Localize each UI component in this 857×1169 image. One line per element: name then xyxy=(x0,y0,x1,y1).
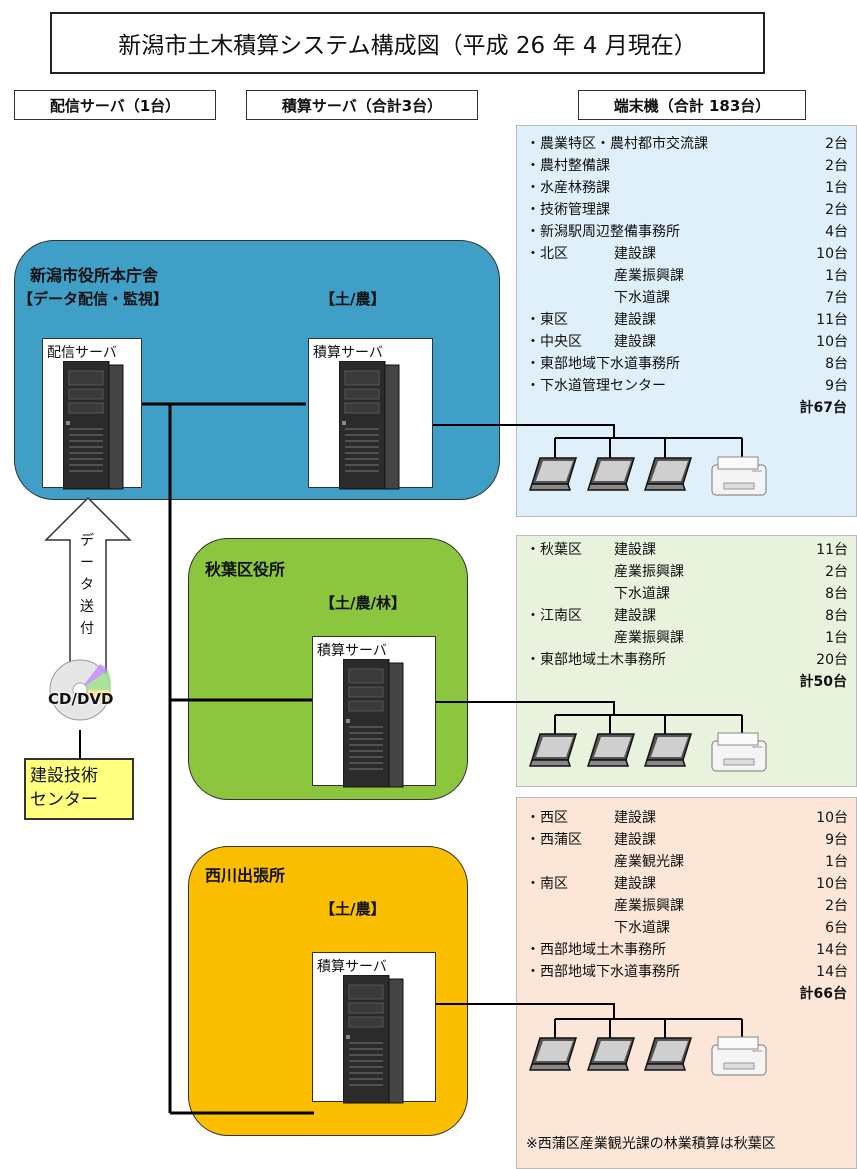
server-icon xyxy=(339,361,400,490)
region-honcho-title: 新潟市役所本庁舎 xyxy=(30,266,159,285)
arrow-char: デ xyxy=(80,533,94,549)
header-estimation-server: 積算サーバ（合計3台） xyxy=(246,90,478,120)
panel-note: ※西蒲区産業観光課の林業積算は秋葉区 xyxy=(526,1136,776,1152)
laptop-icon xyxy=(529,733,577,767)
laptop-icon xyxy=(529,457,577,491)
server-icon xyxy=(343,659,404,788)
header-distribution-server: 配信サーバ（1台） xyxy=(14,90,216,120)
arrow-char: 送 xyxy=(80,599,94,615)
panel-total: 計50台 xyxy=(799,674,847,690)
cd-dvd-label: CD/DVD xyxy=(48,690,114,708)
server-icon xyxy=(343,975,404,1104)
estimation-server-honcho: 積算サーバ xyxy=(308,338,433,490)
region-akiha-work-type: 【土/農/林】 xyxy=(320,594,406,612)
center-line1: 建設技術 xyxy=(30,766,98,786)
laptop-icon xyxy=(644,457,692,491)
region-honcho-role: 【データ配信・監視】 xyxy=(18,290,169,308)
arrow-char: タ xyxy=(80,577,94,593)
construction-technology-center: 建設技術 センター xyxy=(24,758,134,820)
panel-total: 計66台 xyxy=(799,986,847,1002)
distribution-server-label: 配信サーバ xyxy=(47,345,117,361)
laptop-icon xyxy=(644,733,692,767)
terminal-panel-honcho xyxy=(516,125,857,517)
estimation-server-nishikawa: 積算サーバ xyxy=(312,952,436,1104)
cd-dvd-icon xyxy=(49,659,111,721)
estimation-server-label: 積算サーバ xyxy=(317,959,387,975)
estimation-server-akiha: 積算サーバ xyxy=(312,636,436,788)
laptop-icon xyxy=(587,733,635,767)
printer-icon xyxy=(711,456,767,496)
server-icon xyxy=(63,361,124,490)
distribution-server: 配信サーバ xyxy=(42,338,142,490)
region-nishikawa-title: 西川出張所 xyxy=(205,866,286,885)
printer-icon xyxy=(711,732,767,772)
arrow-char: 付 xyxy=(80,621,94,637)
estimation-server-label: 積算サーバ xyxy=(317,643,387,659)
arrow-char: ー xyxy=(80,555,94,571)
center-line2: センター xyxy=(30,790,98,810)
panel-total: 計67台 xyxy=(799,400,847,416)
region-honcho-work-type: 【土/農】 xyxy=(320,290,386,308)
diagram-title: 新潟市土木積算システム構成図（平成 26 年 4 月現在） xyxy=(50,12,765,74)
laptop-icon xyxy=(587,457,635,491)
terminal-panel-nishikawa xyxy=(516,797,857,1169)
data-transfer-label: デ ー タ 送 付 xyxy=(77,530,97,640)
header-terminals: 端末機（合計 183台） xyxy=(578,90,806,120)
estimation-server-label: 積算サーバ xyxy=(313,345,383,361)
region-nishikawa-work-type: 【土/農】 xyxy=(320,900,386,918)
region-akiha-title: 秋葉区役所 xyxy=(205,560,286,579)
